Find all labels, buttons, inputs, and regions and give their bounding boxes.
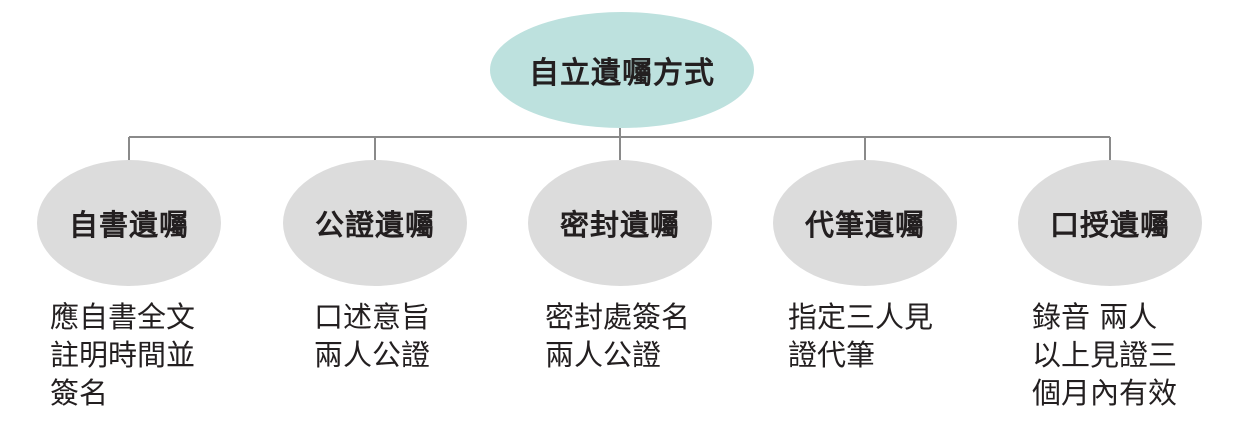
description-line: 兩人公證 (545, 338, 662, 372)
method-node-notarized: 公證遺囑 (283, 160, 467, 286)
description-line: 密封處簽名 (545, 300, 691, 334)
root-node: 自立遺囑方式 (490, 12, 754, 128)
method-description-self-written: 應自書全文 註明時間並 簽名 (50, 298, 195, 412)
description-line: 指定三人見 (788, 300, 934, 334)
description-line: 註明時間並 (50, 338, 196, 372)
description-line: 錄音 兩人 (1032, 300, 1158, 334)
method-label: 公證遺囑 (314, 208, 435, 242)
method-node-oral: 口授遺囑 (1018, 160, 1202, 286)
method-node-sealed: 密封遺囑 (528, 160, 712, 286)
description-line: 應自書全文 (50, 300, 196, 334)
method-description-proxy-written: 指定三人見 證代筆 (788, 298, 933, 374)
method-node-proxy-written: 代筆遺囑 (773, 160, 957, 286)
method-node-self-written: 自書遺囑 (37, 160, 221, 286)
method-label: 代筆遺囑 (804, 208, 925, 242)
method-label: 密封遺囑 (559, 208, 680, 242)
method-description-sealed: 密封處簽名 兩人公證 (545, 298, 690, 374)
description-line: 兩人公證 (314, 338, 431, 372)
method-description-notarized: 口述意旨 兩人公證 (314, 298, 430, 374)
description-line: 個月內有效 (1032, 376, 1178, 410)
description-line: 證代筆 (788, 338, 876, 372)
method-label: 自書遺囑 (68, 208, 189, 242)
description-line: 口述意旨 (314, 300, 431, 334)
description-line: 以上見證三 (1032, 338, 1178, 372)
method-label: 口授遺囑 (1049, 208, 1170, 242)
root-label: 自立遺囑方式 (529, 56, 715, 91)
method-description-oral: 錄音 兩人 以上見證三 個月內有效 (1032, 298, 1177, 412)
description-line: 簽名 (50, 376, 109, 410)
